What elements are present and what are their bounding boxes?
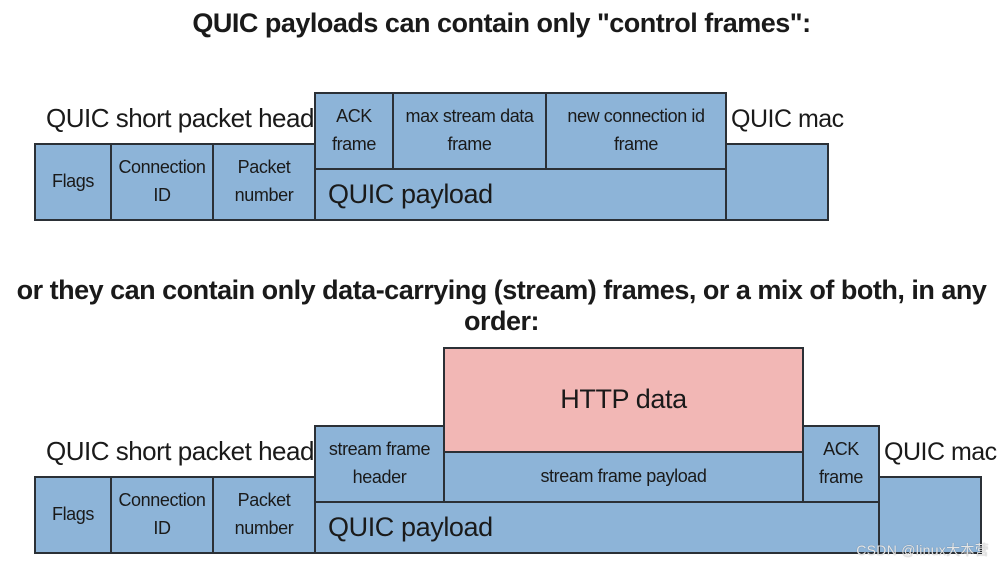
diagram2-http-data-text: HTTP data bbox=[560, 384, 687, 415]
diagram2-ack-frame-line1: ACK bbox=[823, 439, 859, 460]
diagram2-quic-mac-box bbox=[878, 476, 982, 554]
diagram1-quic-payload-text: QUIC payload bbox=[328, 178, 493, 209]
diagram2-flags-text: Flags bbox=[51, 504, 95, 525]
diagram1-new-connection-id-frame-box: new connection id frame bbox=[545, 92, 727, 170]
diagram1-max-stream-data-line1: max stream data bbox=[405, 106, 534, 127]
diagram2-stream-frame-payload-text: stream frame payload bbox=[540, 466, 707, 487]
diagram1-header-label: QUIC short packet header bbox=[46, 103, 337, 133]
diagram1-new-connection-id-line1: new connection id bbox=[567, 106, 705, 127]
diagram1-ack-frame-line2: frame bbox=[331, 134, 376, 154]
diagram2-packet-number-line2: number bbox=[234, 518, 294, 538]
watermark-text: CSDN @linux大本营 bbox=[856, 542, 989, 558]
diagram2-packet-number-line1: Packet bbox=[237, 490, 291, 511]
diagram2-connection-id-line1: Connection bbox=[118, 490, 206, 511]
diagram2-packet-number-box: Packet number bbox=[212, 476, 316, 554]
diagram2-stream-frame-header-box: stream frame header bbox=[314, 425, 445, 503]
diagram2-connection-id-line2: ID bbox=[153, 518, 171, 538]
diagram2-header-label: QUIC short packet header bbox=[46, 436, 337, 466]
diagram1-connection-id-line1: Connection bbox=[118, 157, 206, 178]
diagram1-quic-payload-box: QUIC payload bbox=[314, 168, 727, 221]
diagram2-ack-frame-box: ACK frame bbox=[802, 425, 880, 503]
diagram2-stream-frame-header-line2: header bbox=[352, 467, 407, 487]
diagram2-flags-box: Flags bbox=[34, 476, 112, 554]
diagram2-title: or they can contain only data-carrying (… bbox=[16, 275, 987, 336]
diagram1-max-stream-data-frame-box: max stream data frame bbox=[392, 92, 547, 170]
diagram1-ack-frame-box: ACK frame bbox=[314, 92, 394, 170]
diagram1-ack-frame-line1: ACK bbox=[336, 106, 372, 127]
diagram2-stream-frame-header-line1: stream frame bbox=[328, 439, 431, 460]
diagram1-packet-number-line2: number bbox=[234, 185, 294, 205]
diagram2-stream-frame-payload-box: stream frame payload bbox=[443, 451, 804, 503]
diagram2-mac-label: QUIC mac bbox=[884, 438, 997, 466]
diagram1-packet-number-box: Packet number bbox=[212, 143, 316, 221]
diagram2-ack-frame-line2: frame bbox=[818, 467, 863, 487]
diagram1-mac-label: QUIC mac bbox=[731, 105, 844, 133]
diagram1-flags-box: Flags bbox=[34, 143, 112, 221]
diagram1-flags-text: Flags bbox=[51, 171, 95, 192]
diagram2-quic-payload-box: QUIC payload bbox=[314, 501, 880, 554]
diagram1-quic-mac-box bbox=[725, 143, 829, 221]
diagram1-connection-id-box: Connection ID bbox=[110, 143, 214, 221]
diagram1-max-stream-data-line2: frame bbox=[447, 134, 492, 154]
diagram1-connection-id-line2: ID bbox=[153, 185, 171, 205]
diagram2-connection-id-box: Connection ID bbox=[110, 476, 214, 554]
diagram2-quic-payload-text: QUIC payload bbox=[328, 511, 493, 542]
diagram1-packet-number-line1: Packet bbox=[237, 157, 291, 178]
diagram2-http-data-box: HTTP data bbox=[443, 347, 804, 453]
diagram1-new-connection-id-line2: frame bbox=[613, 134, 658, 154]
diagram1-title: QUIC payloads can contain only "control … bbox=[192, 8, 811, 38]
